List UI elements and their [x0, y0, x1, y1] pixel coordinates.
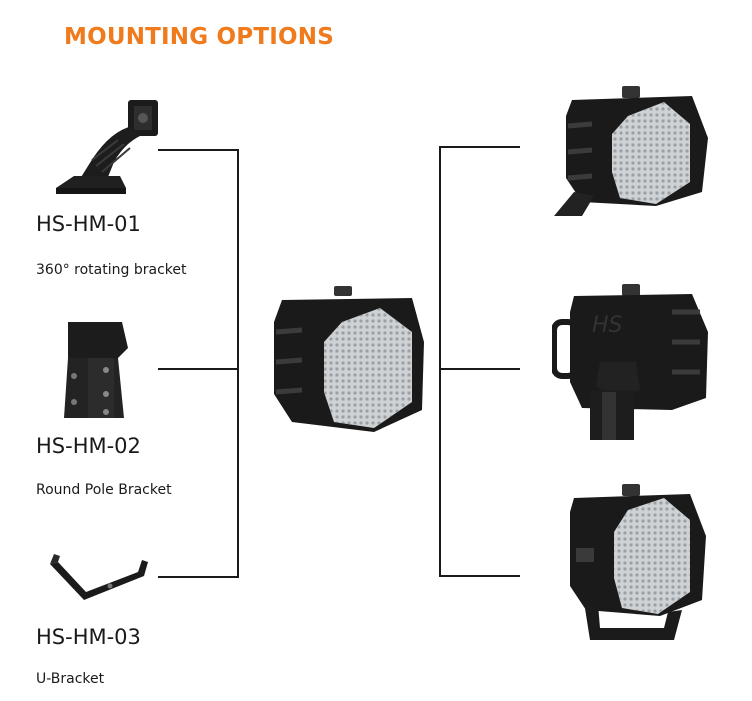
bracket-desc-3: U-Bracket [36, 671, 105, 687]
pole-bracket-image [64, 322, 128, 418]
fixture-pole-mount-image: HS [552, 284, 708, 440]
bracket-desc-2: Round Pole Bracket [36, 482, 172, 498]
bracket-desc-1: 360° rotating bracket [36, 262, 187, 278]
rotating-bracket-image [56, 100, 158, 194]
connector-right [439, 146, 520, 577]
fixture-rotating-mount-image [554, 86, 708, 216]
bracket-code-1: HS-HM-01 [36, 212, 141, 236]
connector-left [158, 149, 239, 578]
bracket-code-2: HS-HM-02 [36, 434, 141, 458]
fixture-logo: HS [592, 313, 623, 338]
page-title: MOUNTING OPTIONS [64, 24, 334, 50]
center-fixture-image [274, 286, 424, 432]
fixture-u-bracket-mount-image [570, 484, 706, 640]
u-bracket-image [50, 554, 148, 600]
bracket-code-3: HS-HM-03 [36, 625, 141, 649]
